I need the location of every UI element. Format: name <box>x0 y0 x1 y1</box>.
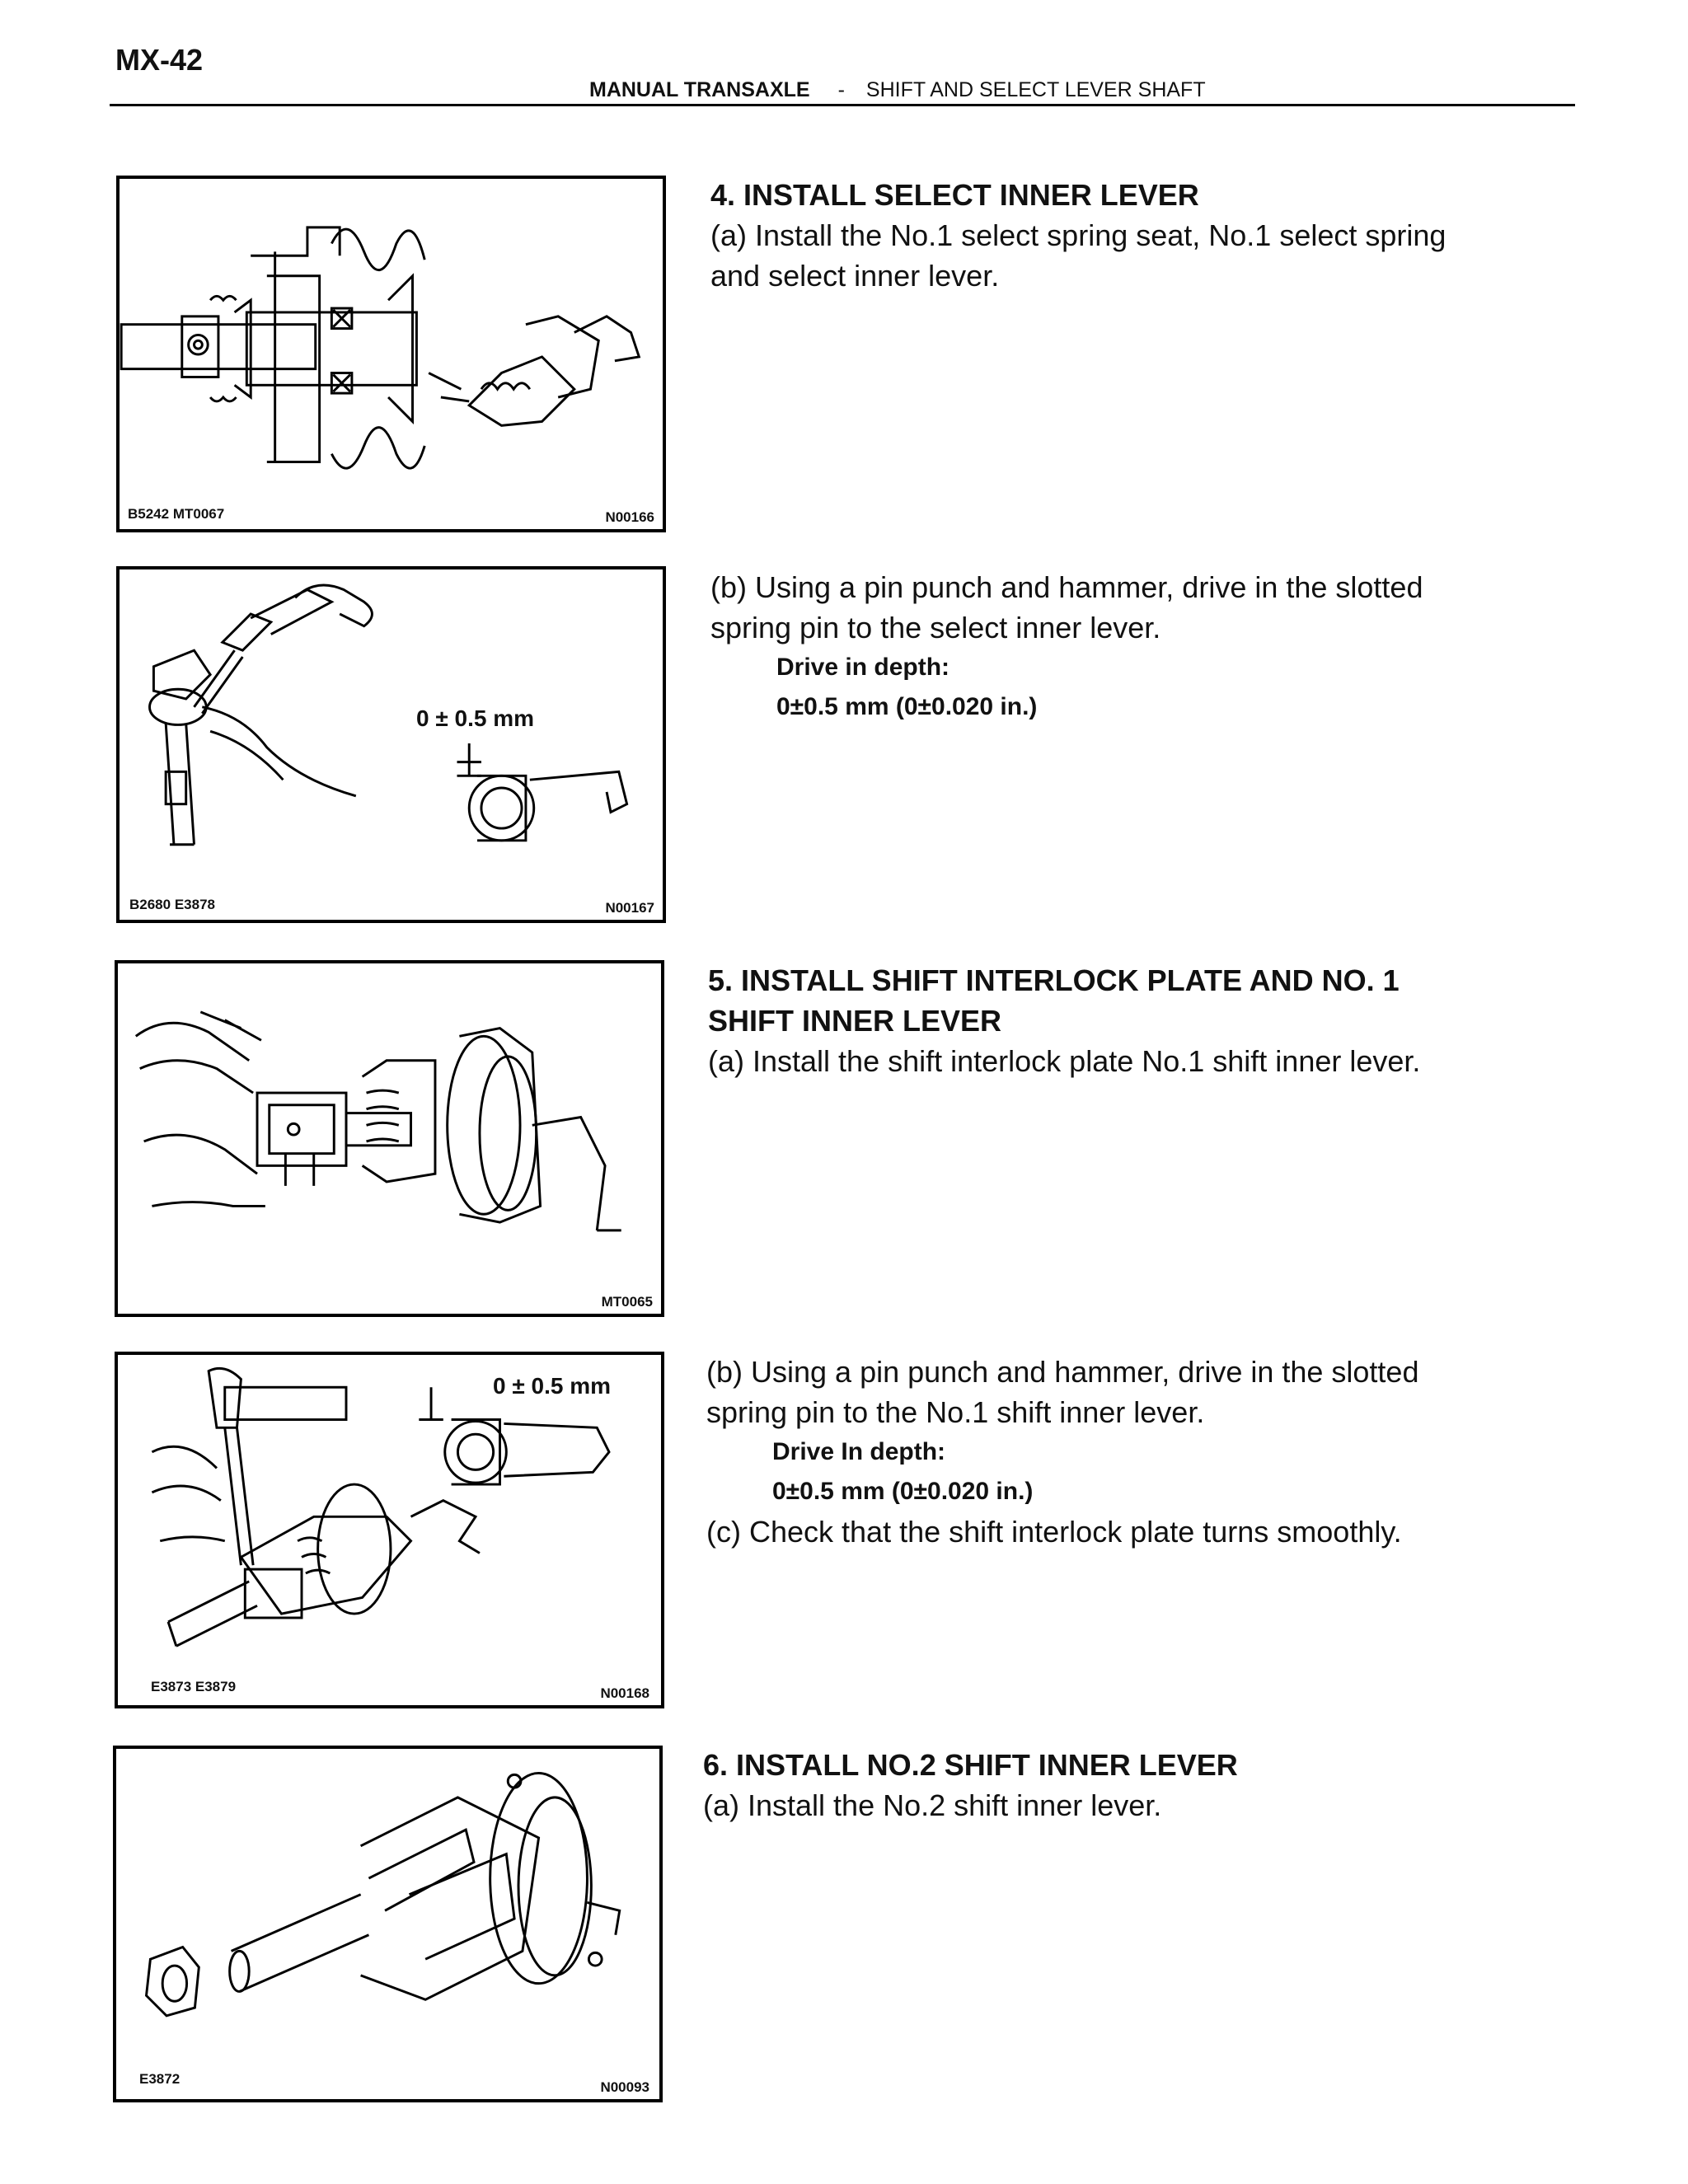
step-4b-block: (b) Using a pin punch and hammer, drive … <box>710 567 1502 727</box>
step-5bc-block: (b) Using a pin punch and hammer, drive … <box>706 1352 1498 1552</box>
figure-id: N00168 <box>600 1685 649 1701</box>
step-5-title-line1: 5. INSTALL SHIFT INTERLOCK PLATE AND NO.… <box>708 963 1400 997</box>
step-4-block: 4. INSTALL SELECT INNER LEVER (a) Instal… <box>710 175 1502 296</box>
page-number: MX-42 <box>115 43 204 77</box>
figure-no2-shift-lever: E3872 N00093 <box>113 1746 663 2102</box>
step-4b-spec-label: Drive in depth: <box>776 654 950 681</box>
interlock-plate-install-illustration <box>134 1010 621 1232</box>
step-5a-text: (a) Install the shift interlock plate No… <box>708 1044 1421 1078</box>
step-4a-text: (a) Install the No.1 select spring seat,… <box>710 218 1447 293</box>
depth-dimension-label: 0 ± 0.5 mm <box>416 705 534 731</box>
step-5-title-line2: SHIFT INNER LEVER <box>708 1004 1002 1038</box>
step-5c-text: (c) Check that the shift interlock plate… <box>706 1515 1402 1549</box>
figure-drive-pin-shift-lever: 0 ± 0.5 mm E3873 E3879 N00168 <box>115 1352 664 1708</box>
figure-code: E3872 <box>139 2071 181 2087</box>
figure-id: MT0065 <box>601 1294 653 1310</box>
figure-interlock-plate-install: MT0065 <box>115 960 664 1317</box>
depth-dimension-label: 0 ± 0.5 mm <box>493 1373 611 1399</box>
figure-code: B5242 MT0067 <box>128 506 225 522</box>
running-header: MANUAL TRANSAXLE -SHIFT AND SELECT LEVER … <box>589 78 1206 102</box>
figure-id: N00166 <box>605 509 654 525</box>
drive-pin-select-lever-illustration <box>148 583 629 846</box>
drive-pin-shift-lever-illustration <box>151 1366 611 1647</box>
figure-code: B2680 E3878 <box>129 897 215 912</box>
step-5b-text: (b) Using a pin punch and hammer, drive … <box>706 1355 1419 1429</box>
figure-code: E3873 E3879 <box>151 1679 237 1694</box>
step-4-title: 4. INSTALL SELECT INNER LEVER <box>710 178 1199 212</box>
step-6-title: 6. INSTALL NO.2 SHIFT INNER LEVER <box>703 1748 1238 1782</box>
figure-id: N00093 <box>600 2079 649 2095</box>
subsection-title: SHIFT AND SELECT LEVER SHAFT <box>865 78 1206 101</box>
step-6-block: 6. INSTALL NO.2 SHIFT INNER LEVER (a) In… <box>703 1745 1494 1825</box>
header-rule <box>110 104 1575 106</box>
section-title: MANUAL TRANSAXLE <box>589 78 810 101</box>
step-5-block: 5. INSTALL SHIFT INTERLOCK PLATE AND NO.… <box>708 960 1499 1081</box>
step-5b-spec-value: 0±0.5 mm (0±0.020 in.) <box>772 1478 1034 1505</box>
figure-select-lever-assembly: B5242 MT0067 N00166 <box>116 176 666 532</box>
figure-drive-pin-select-lever: 0 ± 0.5 mm B2680 E3878 N00167 <box>116 566 666 923</box>
step-4b-text: (b) Using a pin punch and hammer, drive … <box>710 570 1423 644</box>
step-5b-spec-label: Drive In depth: <box>772 1438 946 1465</box>
select-lever-assembly-illustration <box>120 226 641 470</box>
step-4b-spec-value: 0±0.5 mm (0±0.020 in.) <box>776 693 1038 720</box>
no2-shift-lever-illustration <box>144 1771 621 2018</box>
step-6a-text: (a) Install the No.2 shift inner lever. <box>703 1788 1162 1822</box>
header-separator: - <box>837 78 845 101</box>
figure-id: N00167 <box>605 900 654 916</box>
